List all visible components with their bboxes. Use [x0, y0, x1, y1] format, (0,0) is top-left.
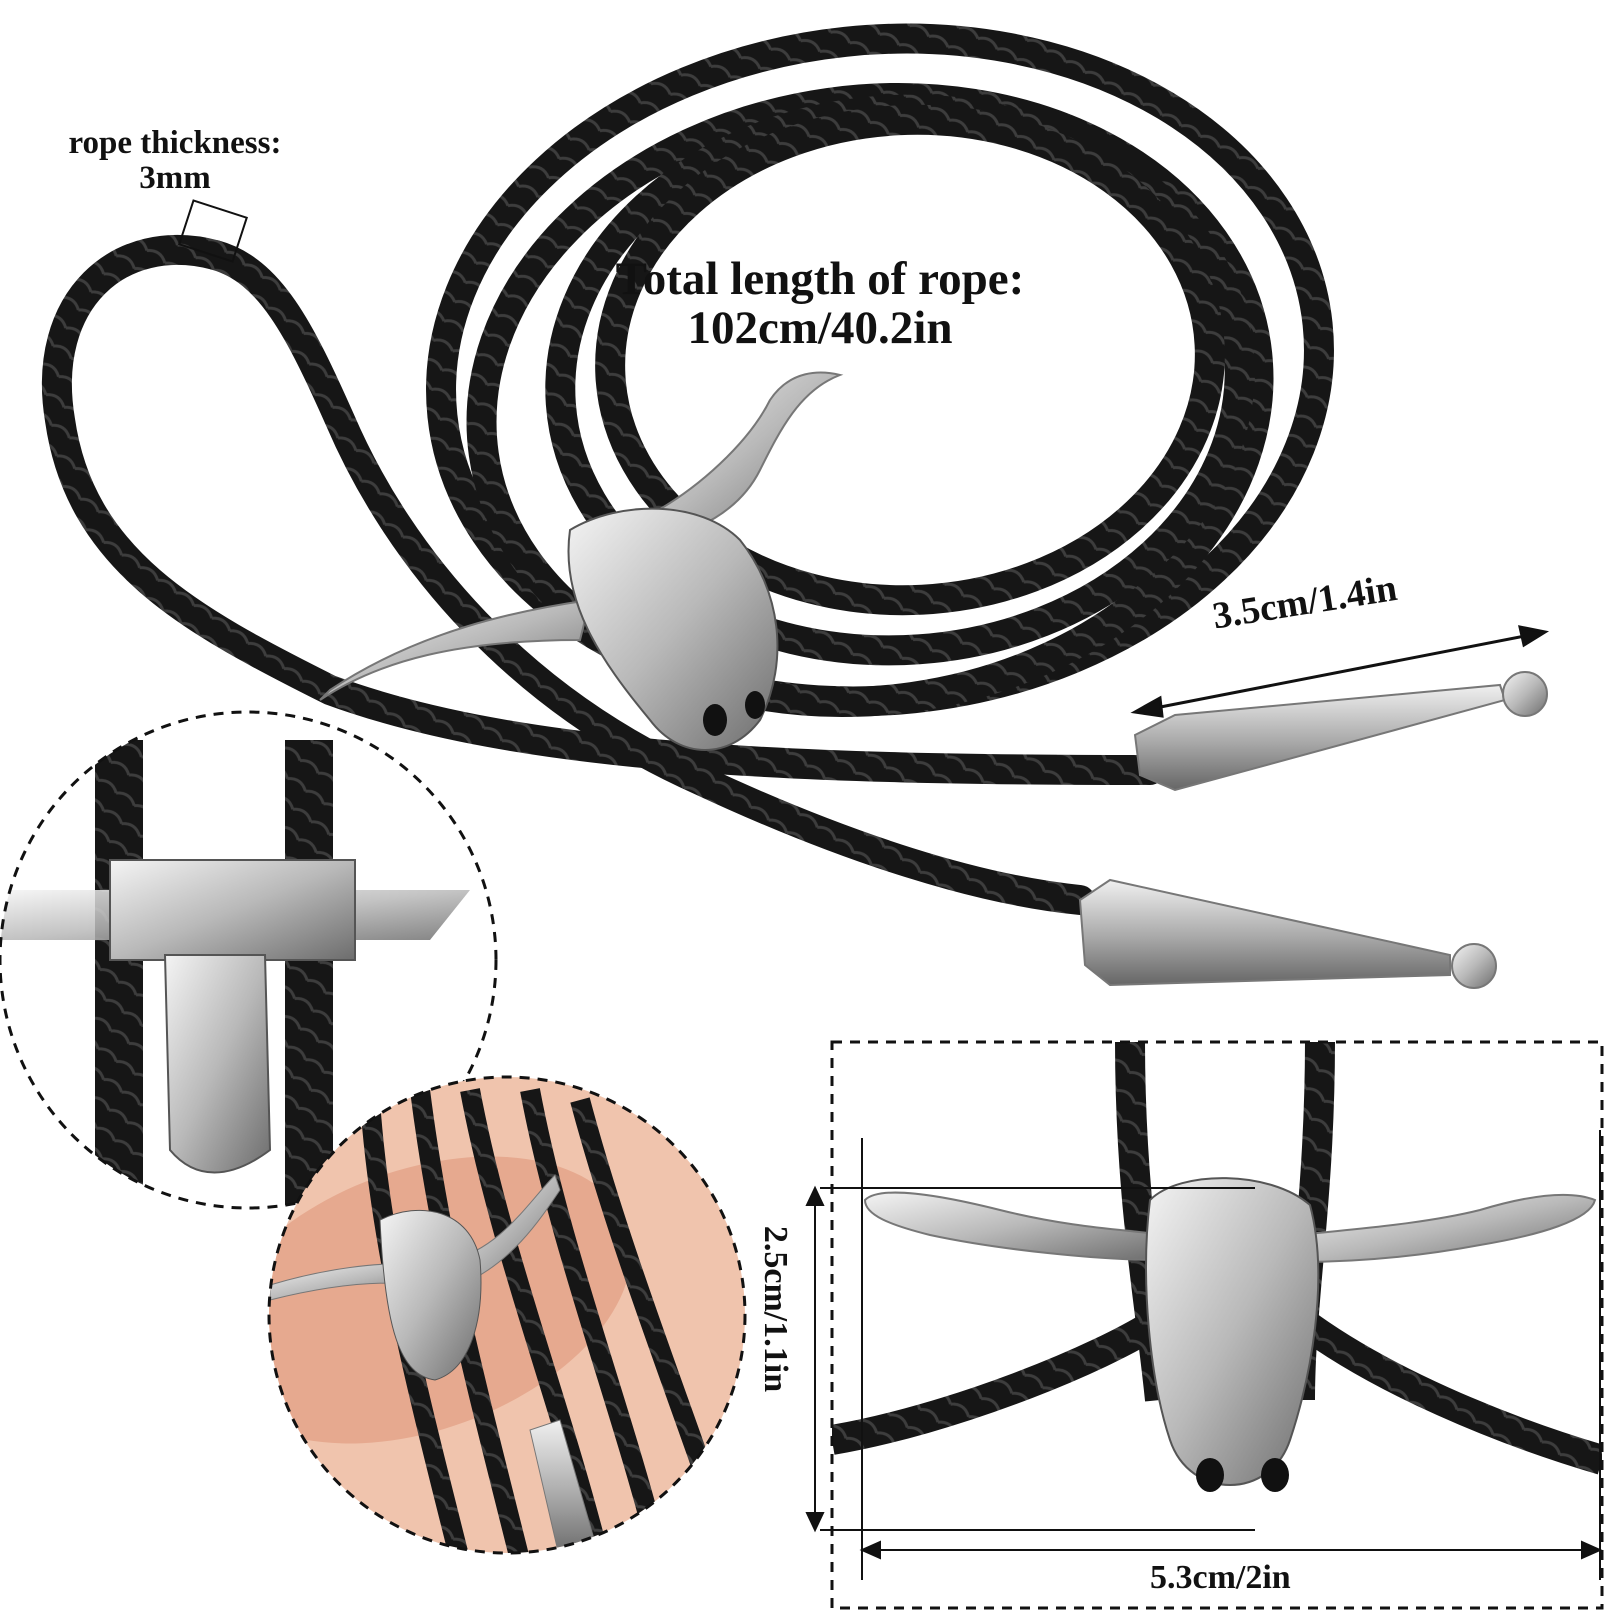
rope-tip-upper [1133, 671, 1548, 792]
rope-thickness-label: rope thickness: 3mm [40, 126, 310, 195]
pendant-dimension-inset [805, 1040, 1604, 1610]
tip-dimension-arrow [1130, 625, 1550, 718]
pendant-height-label: 2.5cm/1.1in [757, 1225, 794, 1393]
in-hand-inset [267, 1075, 747, 1555]
braided-rope [41, 23, 1334, 915]
thickness-marker-box [178, 199, 248, 263]
total-length-value: 102cm/40.2in [687, 302, 953, 355]
rope-thickness-value: 3mm [139, 159, 211, 196]
bull-head-slide [319, 371, 844, 751]
pendant-measure-lines [805, 1130, 1603, 1580]
total-length-title: Total length of rope: [615, 253, 1025, 305]
rope-thickness-title: rope thickness: [68, 125, 282, 161]
rope-tip-lower [1078, 878, 1497, 989]
total-length-label: Total length of rope: 102cm/40.2in [560, 253, 1080, 355]
pendant-width-label: 5.3cm/2in [1150, 1559, 1291, 1596]
